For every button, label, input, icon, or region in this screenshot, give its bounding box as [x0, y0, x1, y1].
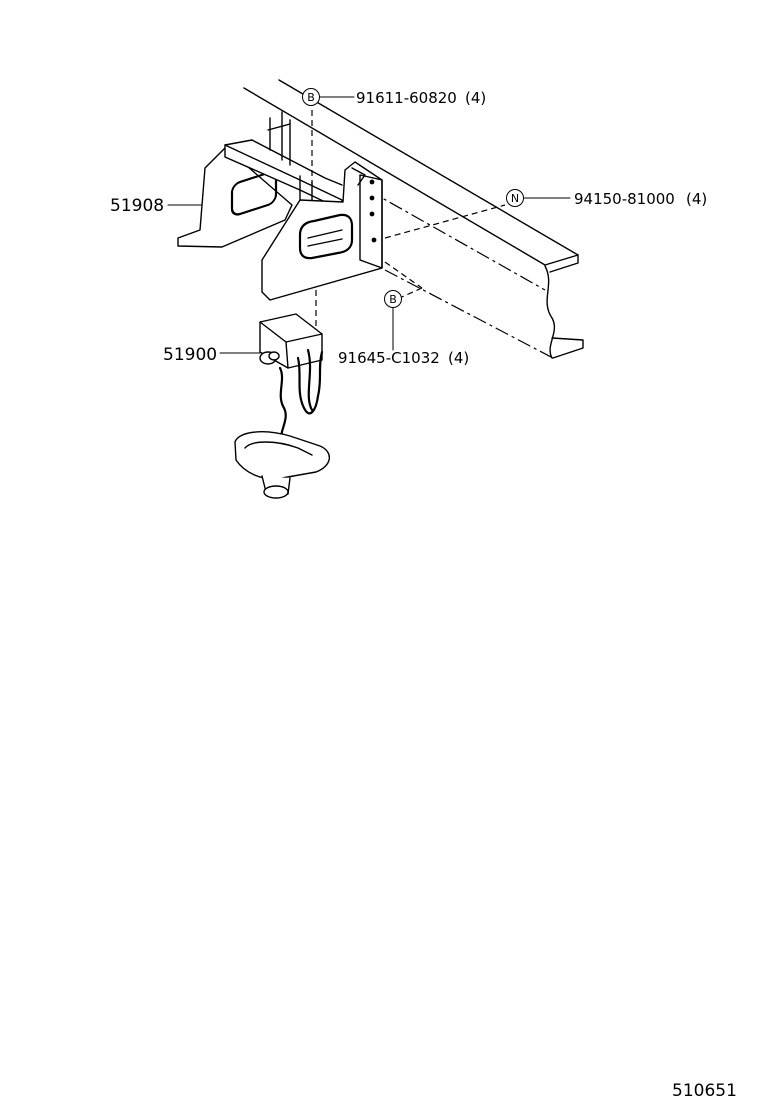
hanger-bracket-illustration [177, 111, 383, 301]
badge-bolt-upper: B [302, 88, 320, 106]
carrier-part-number: 51900 [163, 345, 217, 365]
badge-bolt-upper-letter: B [307, 91, 315, 104]
bolt-lower-part-number: 91645-C1032 [338, 349, 440, 367]
badge-bolt-lower-letter: B [389, 293, 397, 306]
fastener-callouts [311, 100, 506, 330]
badge-nut-letter: N [511, 192, 519, 205]
frame-rail [243, 79, 584, 359]
badge-bolt-lower: B [384, 290, 402, 308]
bolt-upper-part-number: 91611-60820 [356, 89, 457, 107]
nut-part-number: 94150-81000 [574, 190, 675, 208]
nut-qty: (4) [686, 190, 707, 208]
bolt-lower-qty: (4) [448, 349, 469, 367]
figure-id: 510651 [672, 1081, 737, 1101]
bolt-upper-qty: (4) [465, 89, 486, 107]
carrier-assembly-illustration [234, 313, 330, 499]
hanger-part-number: 51908 [110, 196, 164, 216]
badge-nut: N [506, 189, 524, 207]
leader-lines [167, 96, 571, 354]
